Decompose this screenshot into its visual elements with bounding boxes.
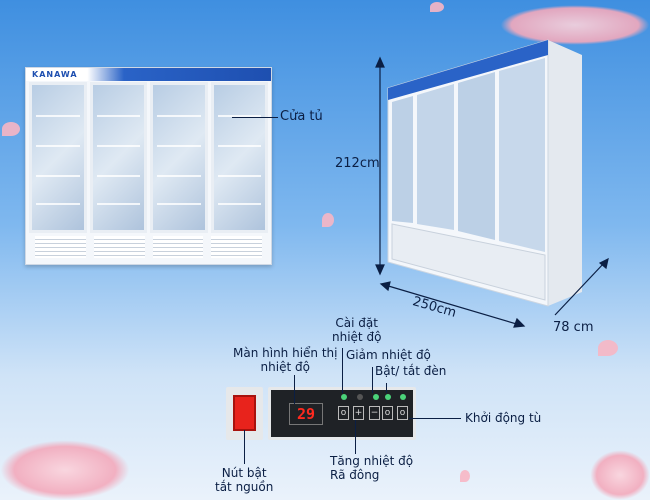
temperature-display: 29 — [289, 403, 323, 425]
fridge-door — [150, 82, 208, 233]
brand-logo: KANAWA — [32, 70, 78, 79]
width-arrow — [384, 284, 521, 326]
door-label: Cửa tủ — [280, 109, 323, 124]
callout-line — [244, 430, 245, 464]
blossom-decoration — [590, 450, 650, 500]
fridge-door — [29, 82, 87, 233]
fridge-front-view: KANAWA — [25, 67, 272, 265]
fridge-door — [89, 82, 147, 233]
depth-arrow — [554, 261, 606, 316]
led-indicator — [400, 394, 406, 400]
petal-decoration — [322, 213, 334, 227]
led-indicator — [373, 394, 379, 400]
petal-decoration — [430, 2, 444, 12]
arrow-head — [379, 281, 391, 292]
callout-line — [342, 348, 343, 393]
fridge-header — [388, 40, 548, 100]
callout-line — [372, 367, 373, 393]
start-button[interactable]: o — [397, 406, 408, 420]
led-indicator — [385, 394, 391, 400]
callout-line — [232, 117, 278, 118]
fridge-door — [417, 84, 454, 230]
height-label: 212cm — [335, 156, 380, 171]
arrow-head — [375, 56, 385, 68]
arrow-head — [513, 317, 526, 328]
blossom-decoration — [500, 5, 650, 45]
callout-line — [294, 375, 295, 404]
arrow-head — [375, 264, 385, 276]
decrease-temp-label: Giảm nhiệt độ — [346, 348, 431, 362]
led-indicator — [357, 394, 363, 400]
set-temp-button[interactable]: o — [338, 406, 349, 420]
led-indicator — [341, 394, 347, 400]
petal-decoration — [2, 122, 20, 136]
blossom-decoration — [0, 440, 130, 500]
fridge-header: KANAWA — [26, 68, 271, 81]
callout-line — [409, 418, 461, 419]
fridge-side — [548, 40, 582, 306]
fridge-door — [499, 58, 545, 252]
light-label: Bật/ tắt đèn — [375, 364, 447, 378]
control-panel: 29 o + − o o — [268, 387, 416, 440]
arrow-head — [598, 257, 609, 270]
callout-line — [355, 420, 356, 454]
fridge-door — [392, 96, 413, 223]
callout-line — [386, 383, 387, 393]
decrease-temp-button[interactable]: − — [369, 406, 380, 420]
fridge-door — [458, 72, 495, 240]
increase-temp-button[interactable]: + — [353, 406, 364, 420]
depth-label: 78 cm — [553, 320, 594, 335]
light-button[interactable]: o — [382, 406, 393, 420]
start-label: Khởi động tù — [465, 411, 542, 425]
vent-grille — [391, 223, 546, 301]
fridge-door — [210, 82, 268, 233]
petal-decoration — [598, 340, 618, 356]
petal-decoration — [460, 470, 470, 482]
vent-grille — [29, 233, 268, 261]
